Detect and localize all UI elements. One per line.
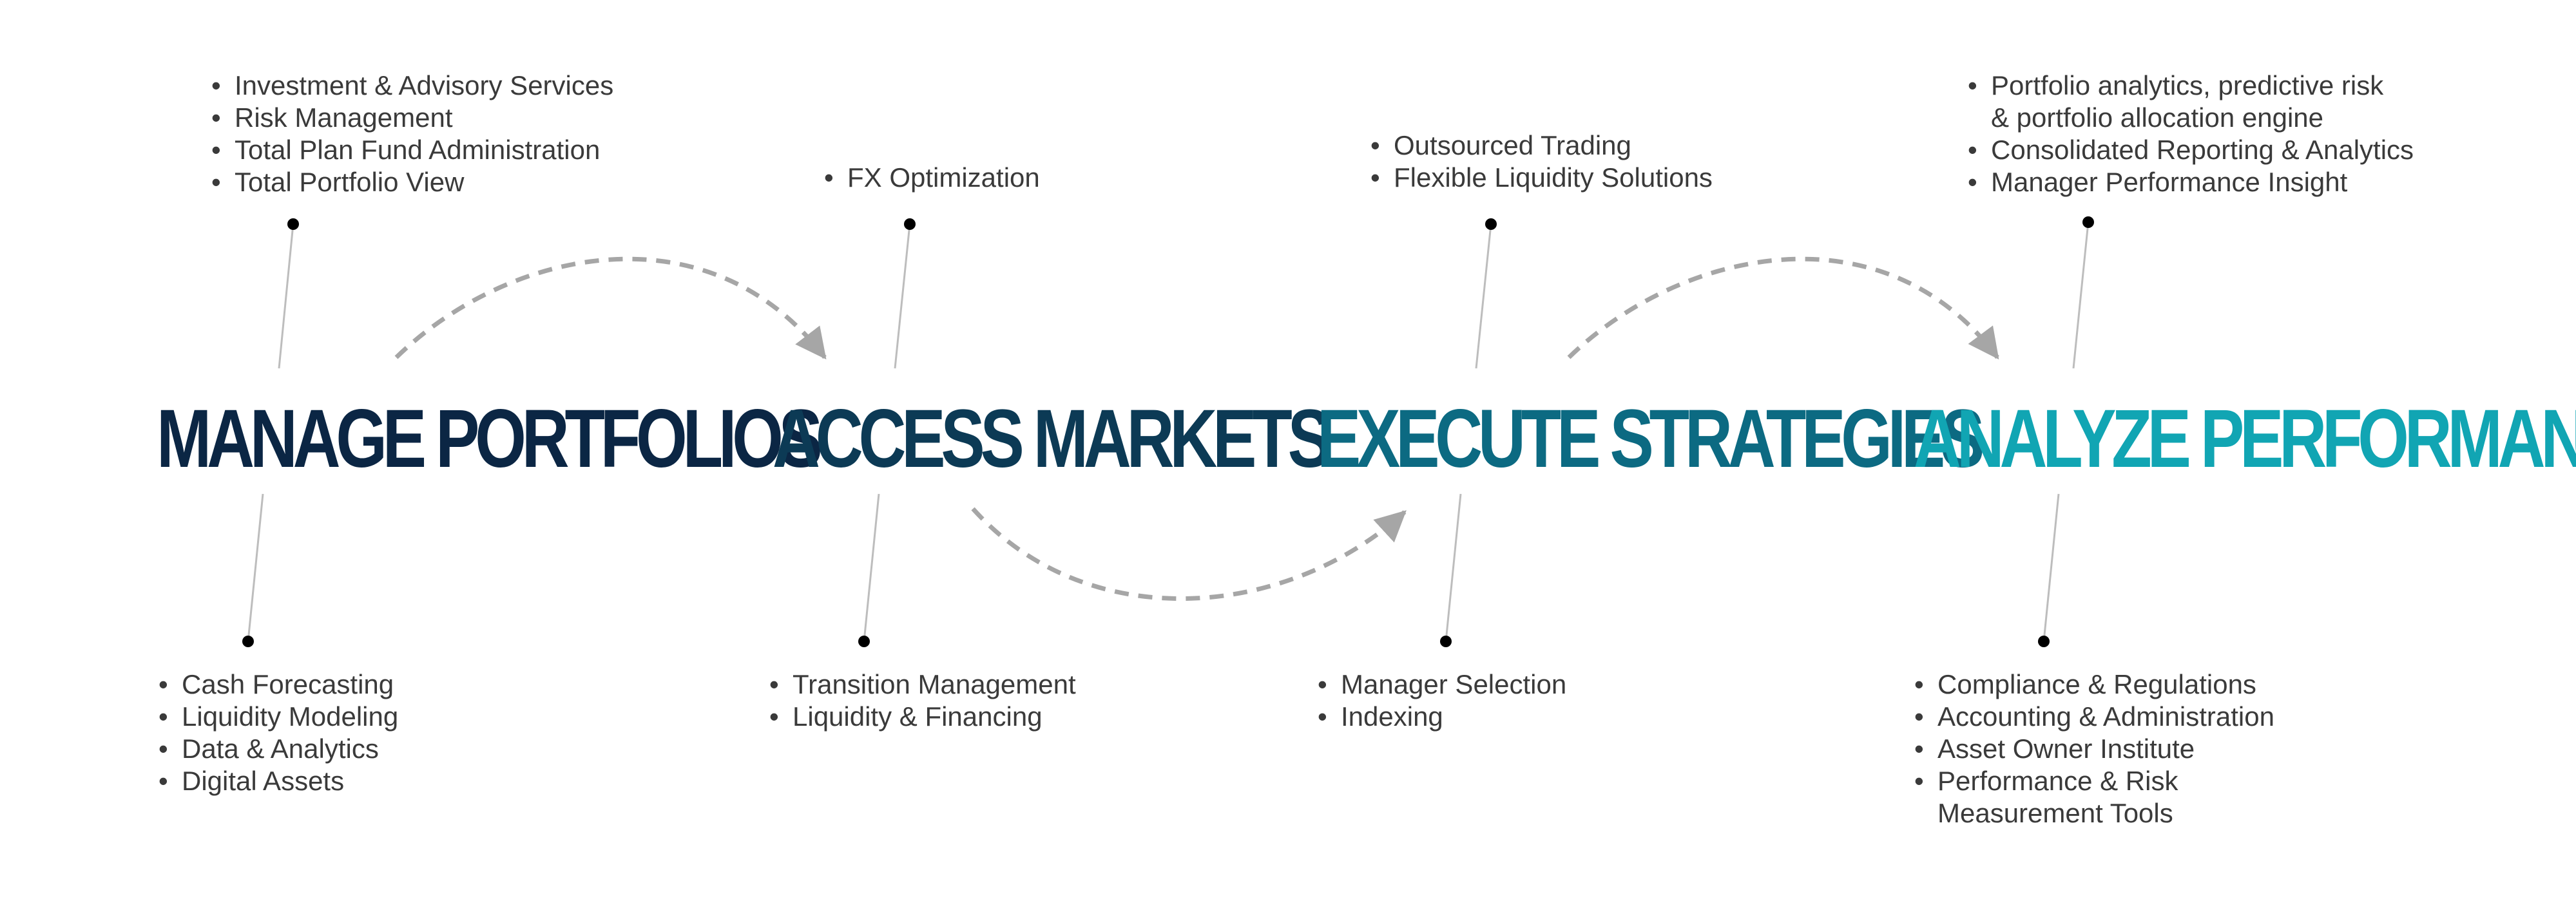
stage-3-top-connector [1475,223,1492,369]
flow-arrow-3-to-4 [1567,256,1999,360]
flow-arrow-2-to-3 [971,507,1407,601]
list-item: Consolidated Reporting & Analytics [1968,134,2414,166]
list-item: Total Portfolio View [211,166,613,198]
stage-2-bottom-connector [863,493,880,642]
list-item: Digital Assets [159,765,398,797]
stage-2-title: ACCESS MARKETS [773,393,1332,485]
list-item: Investment & Advisory Services [211,70,613,102]
list-item: Compliance & Regulations [1914,668,2274,701]
flow-arrow-1-to-2 [394,256,827,360]
list-item: Flexible Liquidity Solutions [1370,162,1713,194]
list-item: Manager Performance Insight [1968,166,2414,198]
list-item: Asset Owner Institute [1914,733,2274,765]
list-item-continuation: Measurement Tools [1937,798,2173,828]
stage-4-bottom-connector [2043,493,2060,642]
list-item: Indexing [1318,701,1566,733]
stage-2-top-connector [894,223,911,369]
stage-2-bottom-dot [858,636,870,647]
stage-1-top-dot [287,218,299,230]
list-item: Cash Forecasting [159,668,398,701]
stage-1-top-list: Investment & Advisory Services Risk Mana… [211,70,613,198]
stage-3-bottom-connector [1445,493,1462,642]
stage-4-bottom-list: Compliance & Regulations Accounting & Ad… [1914,668,2274,829]
list-item: Accounting & Administration [1914,701,2274,733]
list-item: Manager Selection [1318,668,1566,701]
stage-3-bottom-list: Manager Selection Indexing [1318,668,1566,733]
stage-1-bottom-connector [247,493,264,642]
stage-4-top-dot [2082,216,2094,228]
stage-4-top-list: Portfolio analytics, predictive risk & p… [1968,70,2414,198]
stage-2-bottom-list: Transition Management Liquidity & Financ… [769,668,1076,733]
list-item: Liquidity Modeling [159,701,398,733]
stage-3-top-list: Outsourced Trading Flexible Liquidity So… [1370,129,1713,194]
stage-1-bottom-dot [242,636,254,647]
stage-1-bottom-list: Cash Forecasting Liquidity Modeling Data… [159,668,398,797]
list-item: Data & Analytics [159,733,398,765]
stage-2-top-list: FX Optimization [824,162,1040,194]
list-item: Transition Management [769,668,1076,701]
stage-2-top-dot [904,218,916,230]
list-item: FX Optimization [824,162,1040,194]
stage-3-top-dot [1485,218,1497,230]
list-item: Portfolio analytics, predictive risk [1968,70,2414,102]
list-item: Liquidity & Financing [769,701,1076,733]
list-item: Outsourced Trading [1370,129,1713,162]
stage-3-title: EXECUTE STRATEGIES [1317,393,1985,485]
stage-4-title: ANALYZE PERFORMANCE [1914,393,2576,485]
list-item: Risk Management [211,102,613,134]
list-item-continuation: & portfolio allocation engine [1991,102,2324,133]
stage-1-top-connector [278,223,294,369]
list-item: Performance & Risk [1914,765,2274,797]
stage-4-bottom-dot [2038,636,2050,647]
stage-4-top-connector [2072,222,2090,369]
list-item: Total Plan Fund Administration [211,134,613,166]
stage-1-title: MANAGE PORTFOLIOS [157,393,823,485]
stage-3-bottom-dot [1440,636,1452,647]
